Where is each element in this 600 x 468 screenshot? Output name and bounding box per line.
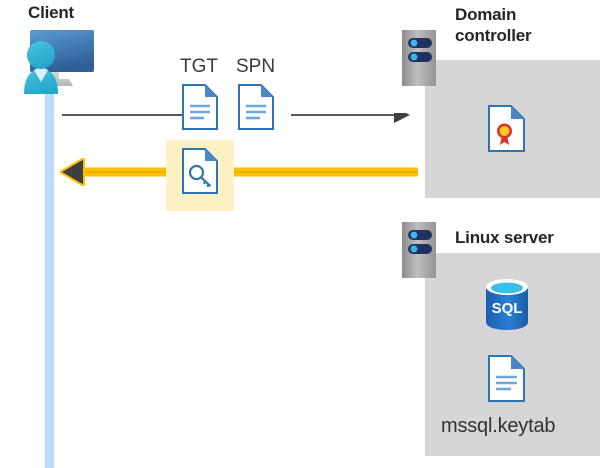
response-arrow-dc-to-client bbox=[58, 156, 418, 188]
keytab-filename-label: mssql.keytab bbox=[441, 415, 556, 437]
spn-label: SPN bbox=[236, 56, 276, 77]
keytab-document-icon bbox=[488, 355, 525, 402]
spn-document-icon bbox=[238, 84, 274, 130]
tgt-document-icon bbox=[182, 84, 218, 130]
domain-controller-title: Domain controller bbox=[455, 5, 532, 45]
linux-server-icon bbox=[402, 222, 436, 278]
kerberos-ticket-key-document-icon bbox=[182, 148, 218, 194]
domain-controller-server-icon bbox=[402, 30, 436, 86]
linux-server-title: Linux server bbox=[455, 228, 554, 247]
client-title: Client bbox=[28, 3, 75, 22]
sql-database-icon: SQL bbox=[482, 277, 532, 332]
client-lifeline bbox=[45, 70, 54, 468]
client-workstation-icon bbox=[4, 24, 100, 100]
svg-text:SQL: SQL bbox=[492, 300, 523, 317]
request-arrow-client-to-dc bbox=[62, 107, 410, 137]
tgt-label: TGT bbox=[180, 56, 218, 77]
certificate-document-icon bbox=[488, 105, 525, 152]
